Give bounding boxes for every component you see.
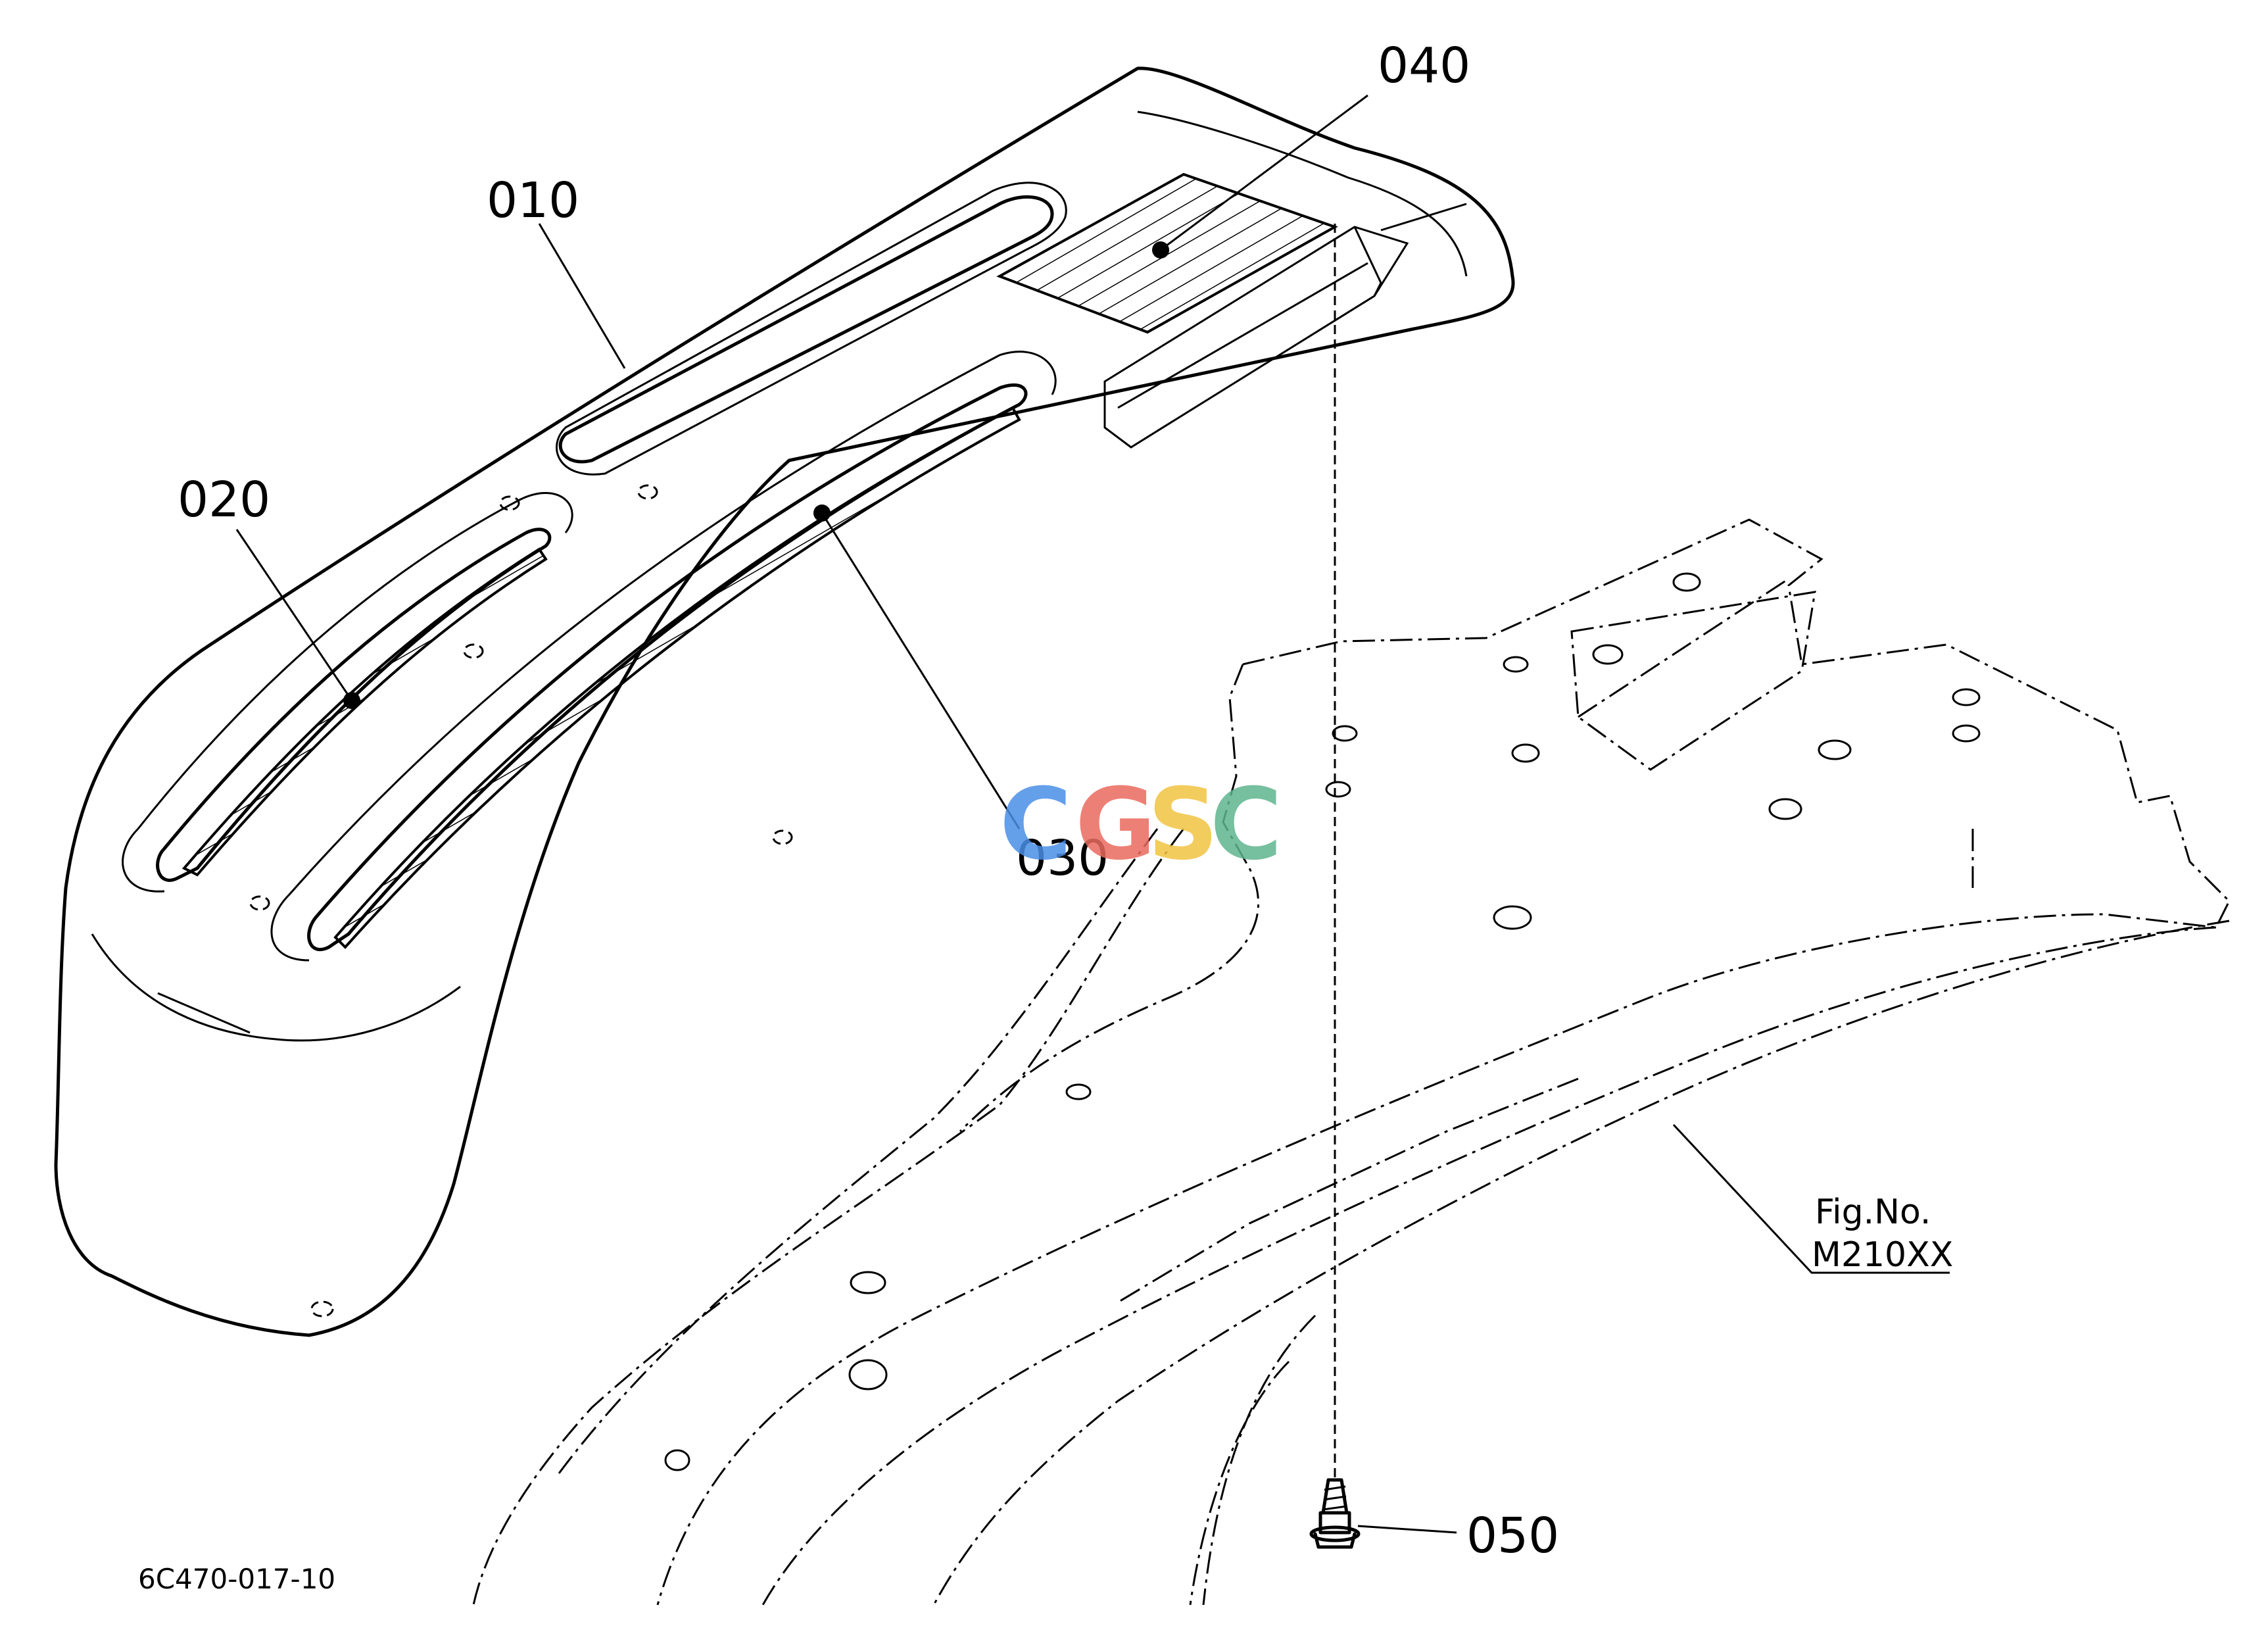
callout-020: 020 <box>178 472 270 528</box>
reference-leader <box>1672 1123 1950 1274</box>
fender-slot-left <box>122 492 573 893</box>
callout-050-leader <box>1357 1525 1457 1534</box>
callout-030-leader <box>813 504 1021 829</box>
watermark-letter-4: C <box>1210 768 1282 882</box>
watermark-letter-1: C <box>1000 768 1072 882</box>
callout-040: 040 <box>1378 37 1470 94</box>
watermark-letter-3: S <box>1147 768 1218 882</box>
chassis-phantom <box>472 518 2231 1606</box>
watermark-letter-2: G <box>1075 768 1156 882</box>
callout-040-leader <box>1152 94 1368 258</box>
chassis-holes <box>664 572 1981 1471</box>
reference-figure-label: Fig.No. <box>1815 1192 1931 1232</box>
fender-outline <box>54 66 1515 1337</box>
callout-010-leader <box>538 223 626 369</box>
fender-bracket <box>1103 203 1467 449</box>
callout-020-leader <box>235 529 360 709</box>
fender-slot-right <box>270 351 1057 962</box>
drawing-code: 6C470-017-10 <box>138 1563 335 1595</box>
callout-050: 050 <box>1466 1508 1559 1564</box>
watermark-logo: C G S C <box>1000 768 1282 882</box>
fender-slot-upper <box>556 182 1067 476</box>
bolt-part <box>1309 1478 1361 1549</box>
fender-holes <box>249 484 793 1317</box>
reference-figure-number: M210XX <box>1812 1235 1953 1275</box>
callout-010: 010 <box>487 172 579 229</box>
callout-030: 030 <box>1016 830 1109 887</box>
